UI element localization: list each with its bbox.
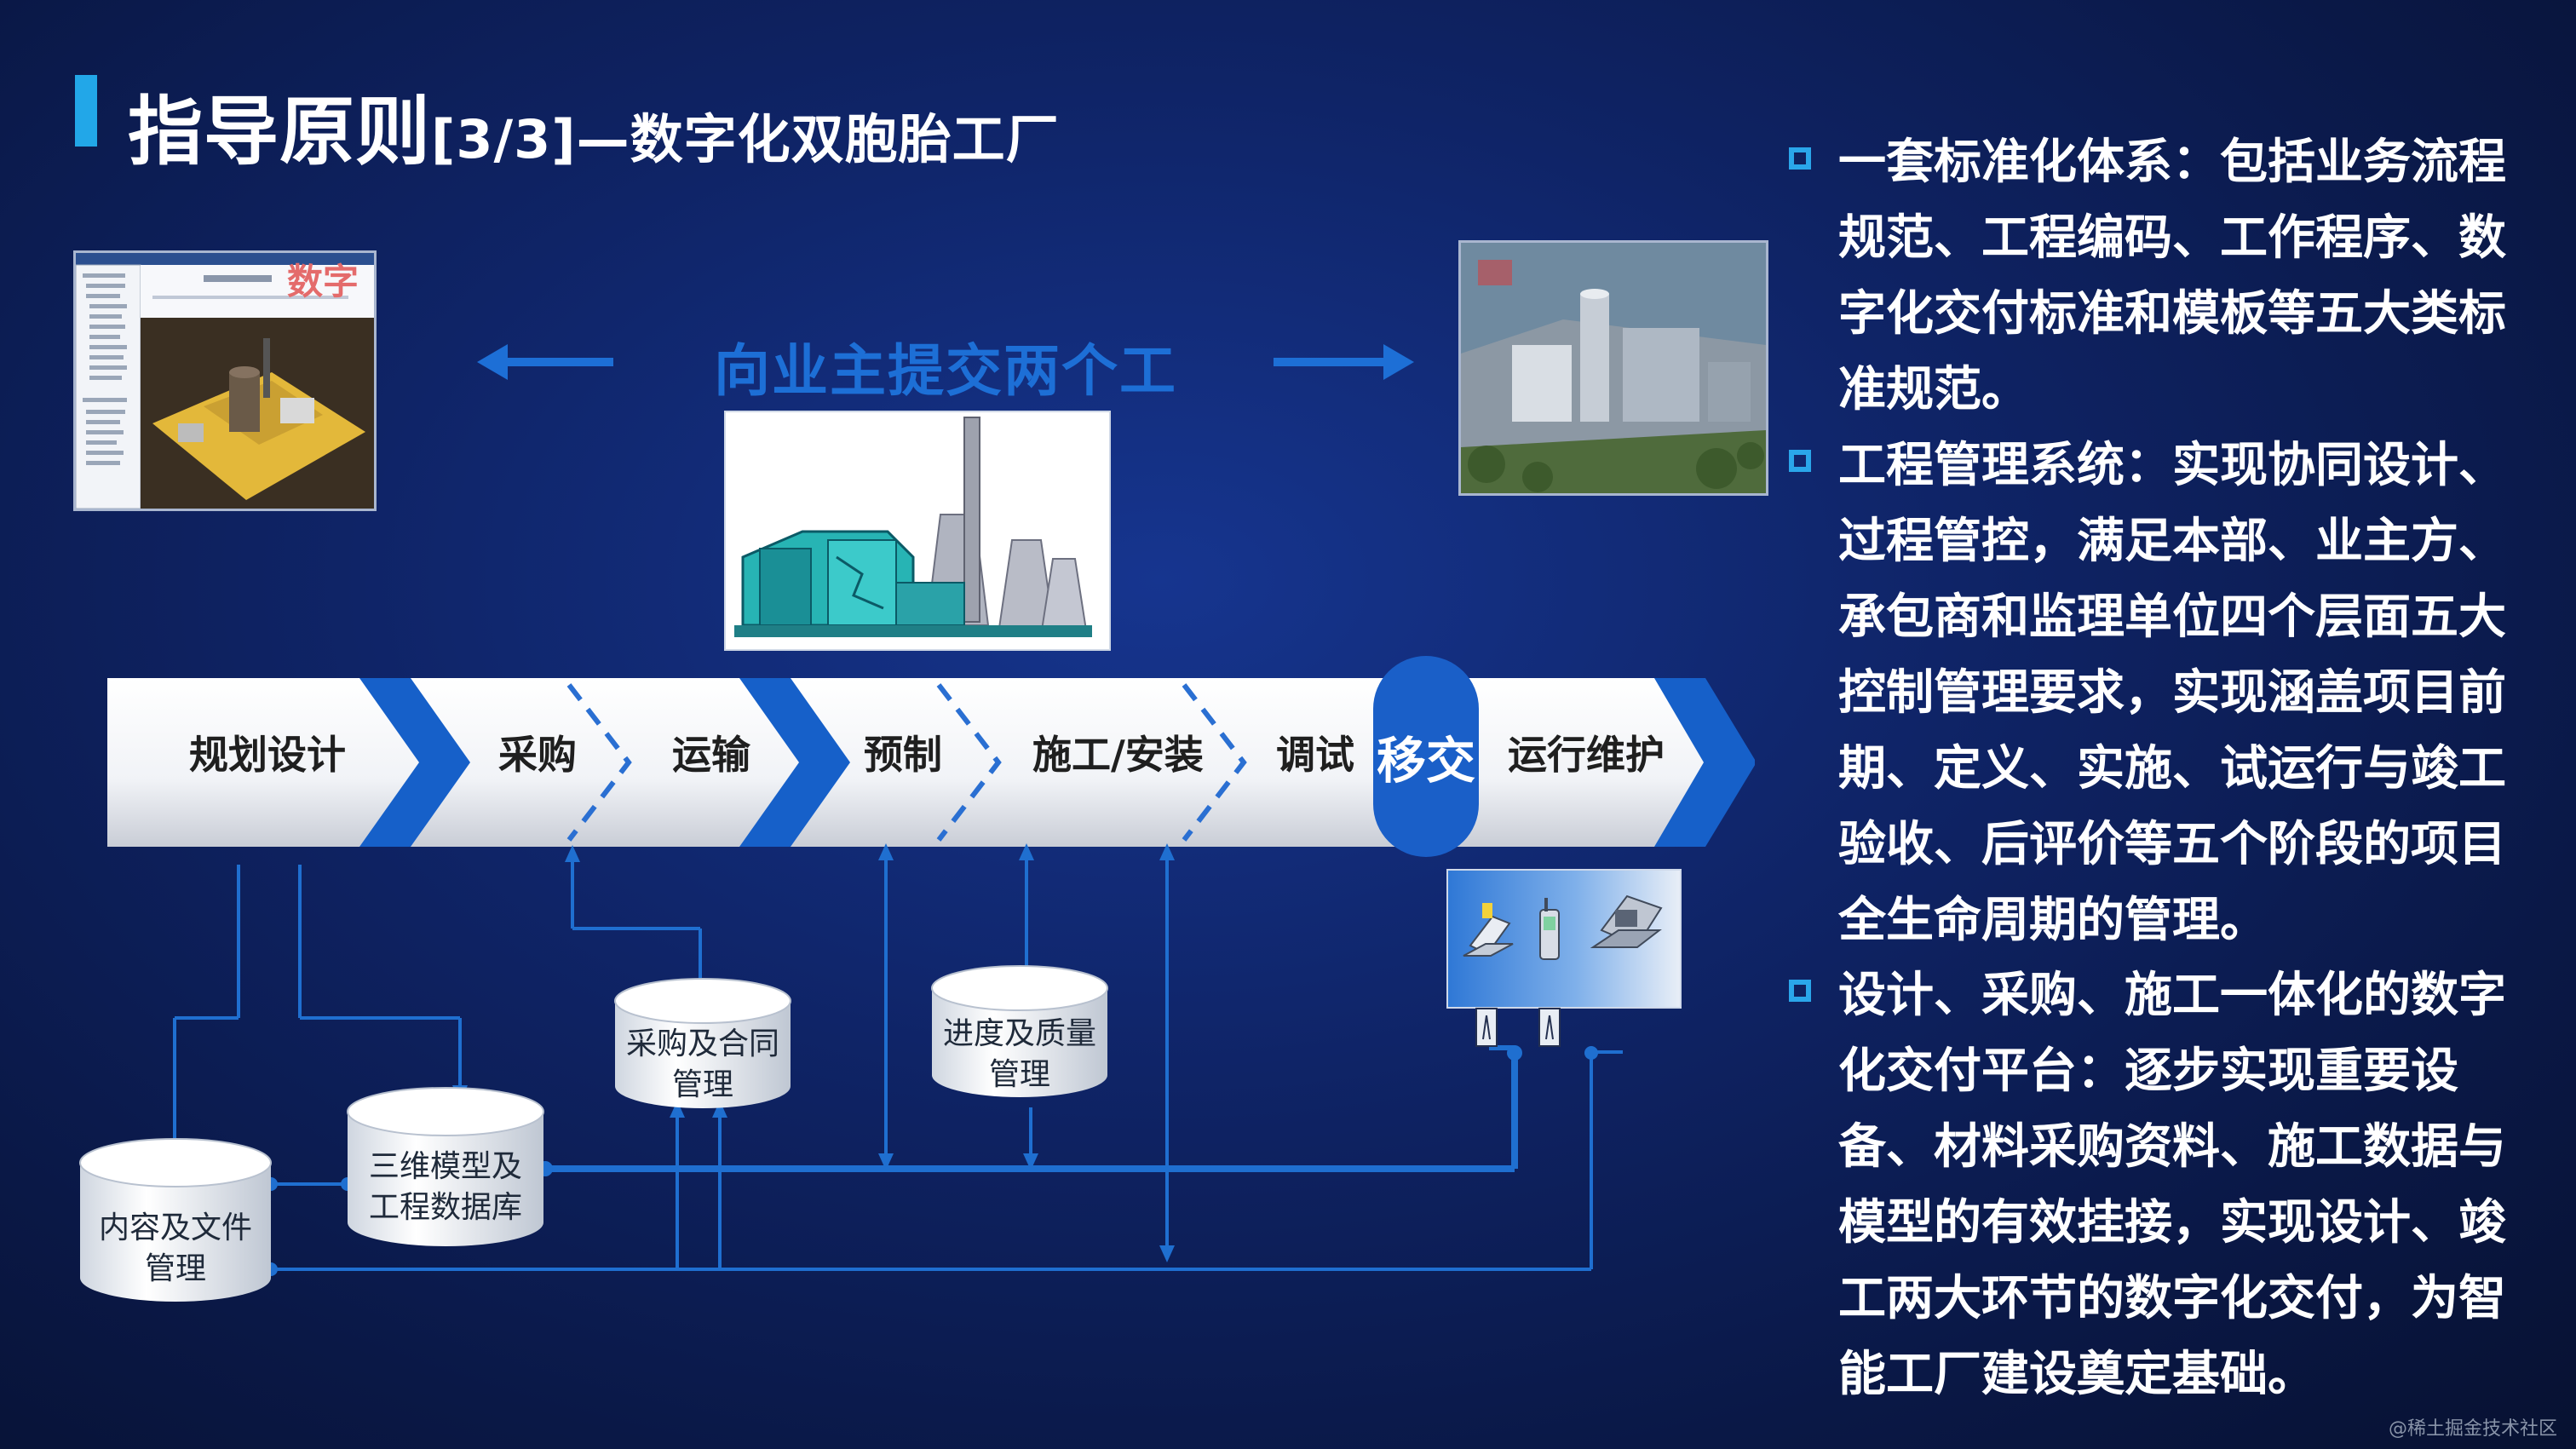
stage-construction-installation: 施工/安装 (1032, 732, 1204, 778)
stage-operation-maintenance: 运行维护 (1508, 732, 1665, 778)
bullet-marker-2 (1789, 450, 1811, 472)
title-accent-bar (75, 75, 97, 147)
stage-prefabrication: 预制 (864, 732, 942, 778)
digital-plant-screenshot: 数字 (73, 250, 377, 511)
db-label-model: 三维模型及 工程数据库 (368, 1149, 522, 1225)
bullet-standard-system: 一套标准化体系：包括业务流程规范、工程编码、工作程序、数字化交付标准和模板等五大… (1838, 135, 2506, 417)
stage-handover: 移交 (1376, 732, 1475, 790)
db-label-content: 内容及文件 管理 (98, 1210, 252, 1286)
data-connectors (167, 843, 1623, 1276)
laptop-icon (1463, 903, 1514, 957)
device-terminals (1475, 1008, 1561, 1047)
mobile-phone-icon (1539, 898, 1560, 960)
db-label-progress: 进度及质量 管理 (942, 1016, 1096, 1092)
deliver-arrows (477, 344, 1414, 380)
bullet-delivery-platform: 设计、采购、施工一体化的数字化交付平台：逐步实现重要设备、材料采购资料、施工数据… (1838, 968, 2506, 1402)
watermark: @稀土掘金技术社区 (2388, 1418, 2557, 1440)
workstation-icon (1590, 894, 1663, 948)
title-main: 指导原则 (128, 88, 432, 175)
db-content-document (79, 1138, 272, 1302)
process-flow-band (107, 678, 1755, 847)
page-title: 指导原则[3/3]—数字化双胞胎工厂 (128, 72, 1060, 180)
db-procurement-contract (614, 978, 791, 1108)
db-progress-quality (931, 965, 1108, 1097)
title-suffix: [3/3]—数字化双胞胎工厂 (431, 108, 1060, 170)
db-label-procurement: 采购及合同 管理 (625, 1026, 779, 1102)
bullet-marker-1 (1789, 147, 1811, 170)
database-shapes (79, 965, 1108, 1302)
bullet-marker-3 (1789, 980, 1811, 1002)
power-plant-illustration (724, 411, 1111, 651)
db-3d-model-engineering (347, 1087, 544, 1246)
devices-panel (1446, 869, 1682, 1009)
stage-planning-design: 规划设计 (189, 732, 346, 778)
stage-commissioning: 调试 (1276, 732, 1354, 778)
stage-procurement: 采购 (498, 732, 577, 778)
stage-transport: 运输 (672, 732, 750, 778)
bullet-engineering-management: 工程管理系统：实现协同设计、过程管控，满足本部、业主方、承包商和监理单位四个层面… (1838, 438, 2506, 948)
digital-thumb-text: 数字 (287, 261, 359, 302)
physical-plant-photo (1458, 240, 1768, 496)
handover-highlight (1373, 656, 1479, 857)
